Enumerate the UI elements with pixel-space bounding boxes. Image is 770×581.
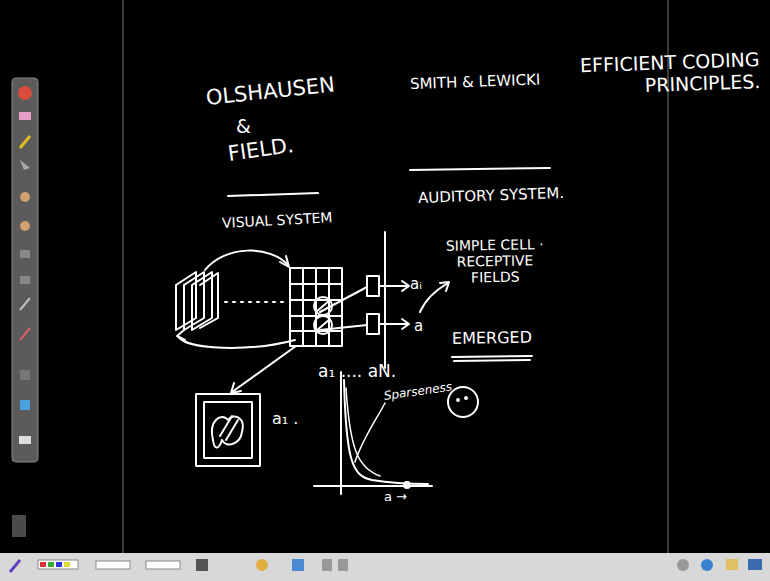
arrow-head [177, 330, 185, 340]
basis-box-inner [204, 402, 252, 458]
sketch [176, 168, 550, 494]
output-arrow [379, 323, 408, 325]
dot [465, 397, 467, 399]
arrow-head [402, 319, 409, 329]
feed-line [320, 325, 367, 330]
handwritten-label: a₁ .... aN. [318, 362, 488, 382]
arrow-head [440, 282, 449, 291]
leader-line [355, 403, 385, 462]
panel-border [122, 0, 124, 553]
handwritten-label: a₁ . [272, 410, 322, 428]
underline [454, 360, 530, 361]
handwritten-label: a → [384, 490, 434, 505]
toolbar-handle [12, 515, 26, 537]
dotted-line [225, 301, 288, 303]
arrow-head [280, 256, 289, 267]
pointer-arrow [420, 283, 448, 312]
toolbar-icons [18, 86, 32, 444]
sparse-curve [346, 388, 380, 476]
arrow-head [231, 383, 241, 393]
underline [410, 168, 550, 170]
dot [457, 399, 459, 401]
handwritten-label: a [414, 318, 434, 335]
x-axis [314, 485, 432, 487]
feed-line [320, 287, 367, 312]
handwritten-label: aᵢ [410, 276, 440, 293]
handwritten-label: & [236, 116, 266, 138]
handwritten-label: EMERGED [452, 328, 542, 348]
handwritten-label: SIMPLE CELL · RECEPTIVE FIELDS [436, 236, 555, 286]
underline [452, 356, 532, 357]
y-axis [340, 372, 342, 494]
underline [228, 193, 318, 196]
arrow-head [402, 281, 409, 291]
axis-mark [404, 482, 410, 488]
gabor-stripes [220, 416, 238, 440]
side-toolbar [12, 78, 38, 462]
output-arrow [379, 285, 408, 287]
board-title: EFFICIENT CODING PRINCIPLES. [559, 49, 760, 100]
image-stack [176, 272, 218, 330]
basis-box [196, 394, 260, 466]
return-arrow [178, 336, 295, 348]
curved-arrow [205, 251, 288, 270]
patch-grid [290, 268, 342, 346]
basis-arrow [232, 346, 296, 392]
bottom-icons [10, 559, 762, 572]
filter-box [367, 276, 379, 296]
bottom-toolbar [0, 553, 770, 581]
filter-box [367, 314, 379, 334]
gabor-blob [212, 416, 243, 447]
divider-line [384, 232, 386, 368]
